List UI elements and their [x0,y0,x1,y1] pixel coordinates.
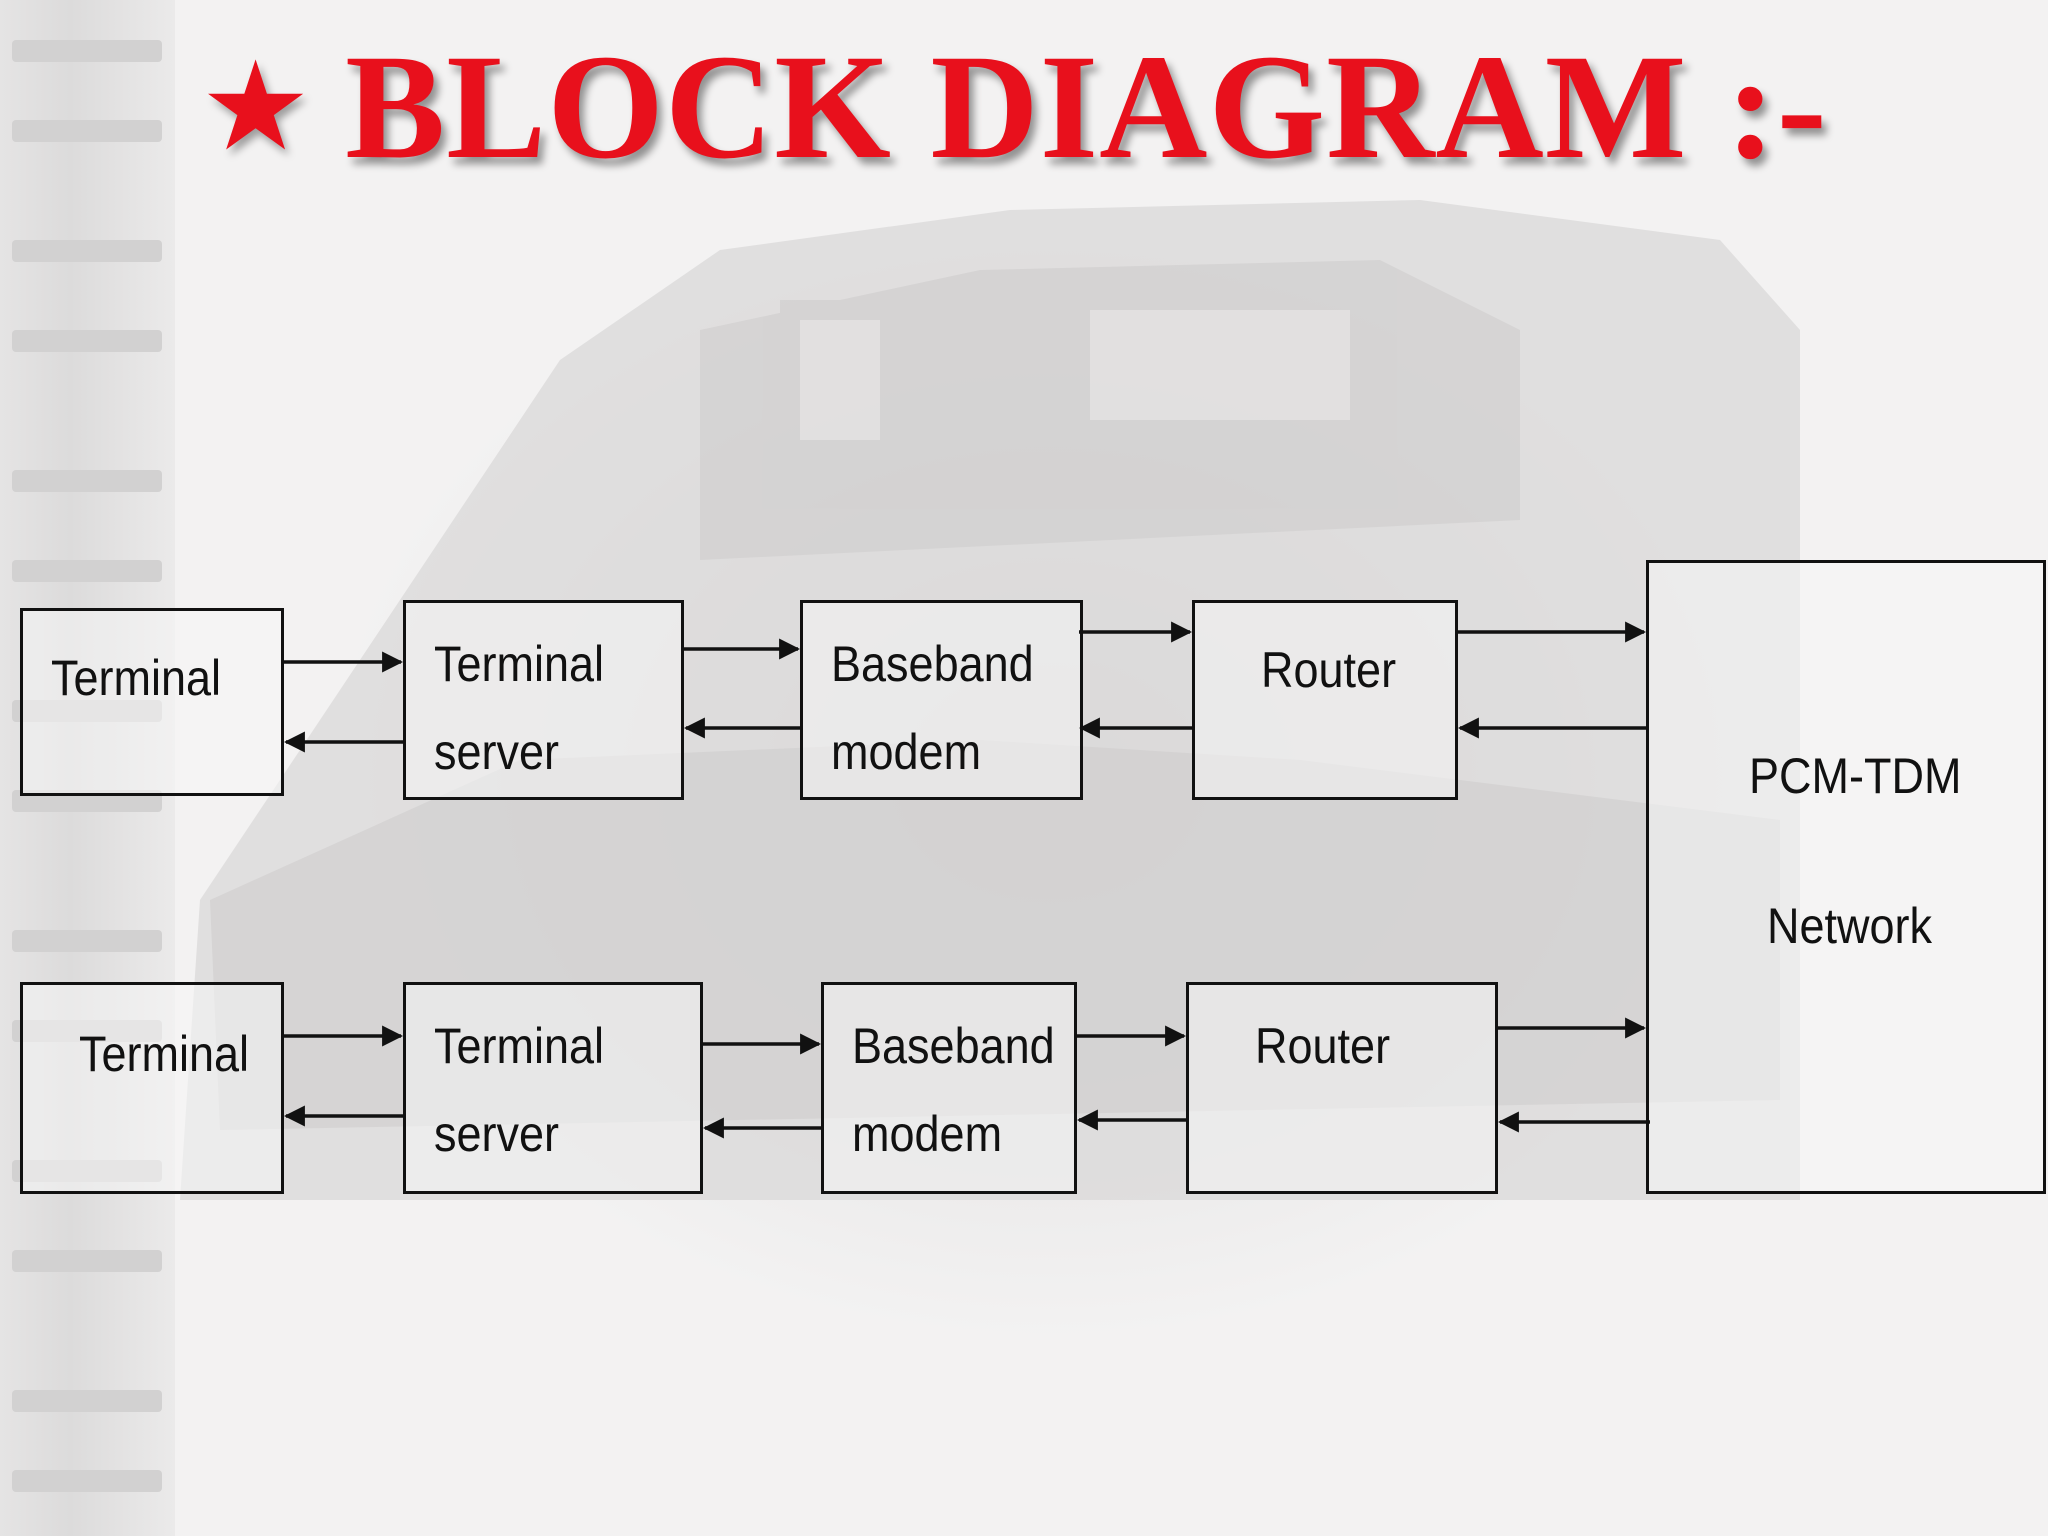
row2-terminal-block: Terminal [20,982,284,1194]
row1-terminal-block: Terminal [20,608,284,796]
row2-baseband-modem-block: Baseband modem [821,982,1077,1194]
row1-terminal-server-label-2: server [434,724,560,780]
network-label-1: PCM-TDM [1749,748,1962,804]
row1-terminal-server-block: Terminal server [403,600,684,800]
row1-baseband-modem-label-1: Baseband [831,636,1034,692]
row2-router-block: Router [1186,982,1498,1194]
row2-terminal-server-label-2: server [434,1106,560,1162]
row1-baseband-modem-label-2: modem [831,724,982,780]
row2-terminal-label: Terminal [79,1026,250,1082]
row2-terminal-server-block: Terminal server [403,982,703,1194]
row2-baseband-modem-label-2: modem [852,1106,1003,1162]
row1-router-block: Router [1192,600,1458,800]
pcm-tdm-network-block: PCM-TDM Network [1646,560,2046,1194]
row1-terminal-label: Terminal [51,650,222,706]
row1-baseband-modem-block: Baseband modem [800,600,1083,800]
star-icon: ★ [200,35,312,179]
row2-terminal-server-label-1: Terminal [434,1018,605,1074]
network-label-2: Network [1767,898,1933,954]
row2-baseband-modem-label-1: Baseband [852,1018,1055,1074]
row2-router-label: Router [1255,1018,1391,1074]
slide-title: ★ BLOCK DIAGRAM :- [200,22,1940,192]
row1-terminal-server-label-1: Terminal [434,636,605,692]
title-text: BLOCK DIAGRAM :- [345,24,1828,190]
row1-router-label: Router [1261,642,1397,698]
